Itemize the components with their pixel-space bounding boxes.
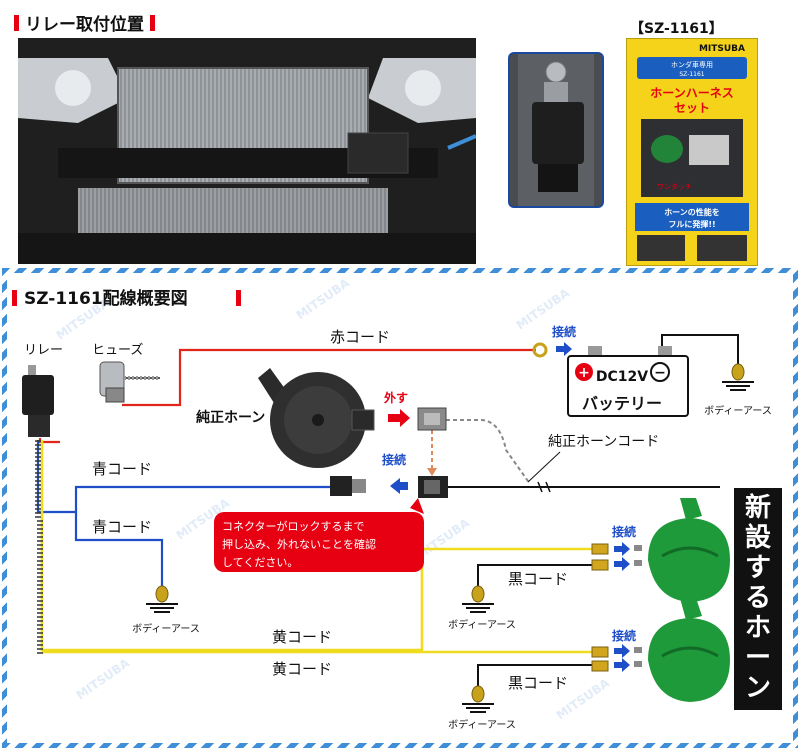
red-cord-wire xyxy=(122,348,536,407)
blue-cord-wire-1 xyxy=(74,485,330,512)
earth-icon-horn-1 xyxy=(462,585,494,613)
connect-arrow-horn-1b xyxy=(614,557,630,571)
stock-horn-label: 純正ホーン xyxy=(196,409,265,426)
earth-icon-horn-2 xyxy=(462,685,494,713)
ring-terminal xyxy=(532,342,548,358)
relay-position-heading: リレー取付位置 xyxy=(14,10,155,35)
body-earth-label-horn-2: ボディーアース xyxy=(448,718,516,731)
black-cord-wire-2 xyxy=(477,664,592,690)
stock-horn-dashed-path xyxy=(446,419,531,485)
package-code: SZ-1161 xyxy=(679,71,704,78)
disconnect-arrow xyxy=(388,409,410,427)
heading-text: リレー取付位置 xyxy=(25,15,144,35)
diagram-title-bar-right xyxy=(236,290,241,306)
red-cord-label: 赤コード xyxy=(330,328,390,346)
earth-icon-blue xyxy=(146,585,178,613)
diagram-title: SZ-1161配線概要図 xyxy=(24,288,188,309)
reconnect-arrow-head xyxy=(427,468,437,476)
stock-horn-cord-label: 純正ホーンコード xyxy=(548,434,659,450)
connect-arrow-horn-1a xyxy=(614,542,630,556)
connect-arrow-battery xyxy=(556,342,572,356)
product-package-image: MITSUBA ホンダ車専用 SZ-1161 ホーンハーネス セット ワンタッチ… xyxy=(626,38,758,266)
harness-connectors xyxy=(330,476,448,498)
package-name-line2: セット xyxy=(674,101,710,115)
connect-label-stock: 接続 xyxy=(382,452,406,467)
new-horn-icon-1 xyxy=(634,498,730,602)
new-horn-icon-2 xyxy=(634,598,730,702)
stock-horn-cord-leader xyxy=(527,451,561,483)
black-cord-label-1: 黒コード xyxy=(508,570,568,588)
package-brand: MITSUBA xyxy=(699,44,745,54)
battery-label: バッテリー xyxy=(582,394,662,413)
svg-text:−: − xyxy=(654,365,666,381)
watermark: MITSUBA xyxy=(74,655,133,702)
note-line-2: 押し込み、外れないことを確認 xyxy=(222,537,376,551)
relay-closeup-photo xyxy=(508,52,604,208)
fuse-holder-icon xyxy=(99,361,160,403)
yellow-cord-label-2: 黄コード xyxy=(272,660,332,678)
new-horn-label-box xyxy=(734,488,782,710)
diagram-title-bar-left xyxy=(12,290,17,306)
connect-label-horn-2: 接続 xyxy=(612,628,636,643)
blue-cord-label-1: 青コード xyxy=(92,460,152,478)
new-horn-label: 新設するホーン xyxy=(745,492,772,703)
disconnect-label: 外す xyxy=(384,390,408,405)
terminals-horn-1 xyxy=(591,543,609,571)
svg-text:+: + xyxy=(578,365,590,381)
blue-wire-relay xyxy=(36,440,76,514)
connector-note-callout xyxy=(214,498,424,572)
earth-icon-battery xyxy=(722,363,754,391)
battery-earth-wire xyxy=(661,334,739,368)
product-code-label: 【SZ-1161】 xyxy=(630,21,723,37)
heading-bar-left xyxy=(14,14,19,31)
connect-label-horn-1: 接続 xyxy=(612,524,636,539)
battery-voltage: DC12V xyxy=(596,369,648,385)
black-cord-label-2: 黒コード xyxy=(508,674,568,692)
blue-cord-label-2: 青コード xyxy=(92,518,152,536)
package-tagline-1: ホーンの性能を xyxy=(664,207,720,217)
body-earth-label-blue: ボディーアース xyxy=(132,622,200,635)
fuse-label: ヒューズ xyxy=(92,342,143,358)
connect-arrow-horn-2b xyxy=(614,658,630,672)
note-line-3: してください。 xyxy=(222,556,298,569)
package-name-line1: ホーンハーネス xyxy=(650,86,733,100)
package-tag: ワンタッチ xyxy=(657,182,692,191)
wire-break-mark xyxy=(537,481,551,493)
battery-icon: + − xyxy=(567,346,689,417)
watermark: MITSUBA xyxy=(294,275,353,322)
body-earth-label-battery: ボディーアース xyxy=(704,404,772,417)
connect-arrow-horn-2a xyxy=(614,644,630,658)
black-cord-wire-1 xyxy=(477,564,592,590)
connect-label-battery: 接続 xyxy=(552,324,576,339)
stock-connector-detached xyxy=(417,407,447,431)
yellow-cord-label-1: 黄コード xyxy=(272,628,332,646)
connect-arrow-stock xyxy=(390,478,408,494)
relay-label: リレー xyxy=(24,343,63,358)
blue-cord-wire-2 xyxy=(74,512,164,590)
body-earth-label-horn-1: ボディーアース xyxy=(448,618,516,631)
package-badge: ホンダ車専用 xyxy=(671,60,713,69)
stock-horn-icon xyxy=(258,368,375,468)
package-tagline-2: フルに発揮!! xyxy=(668,219,715,229)
terminals-horn-2 xyxy=(591,646,609,672)
relay-icon xyxy=(22,365,54,437)
heading-bar-right xyxy=(150,14,155,31)
note-line-1: コネクターがロックするまで xyxy=(222,519,365,533)
vehicle-front-photo xyxy=(18,38,476,264)
